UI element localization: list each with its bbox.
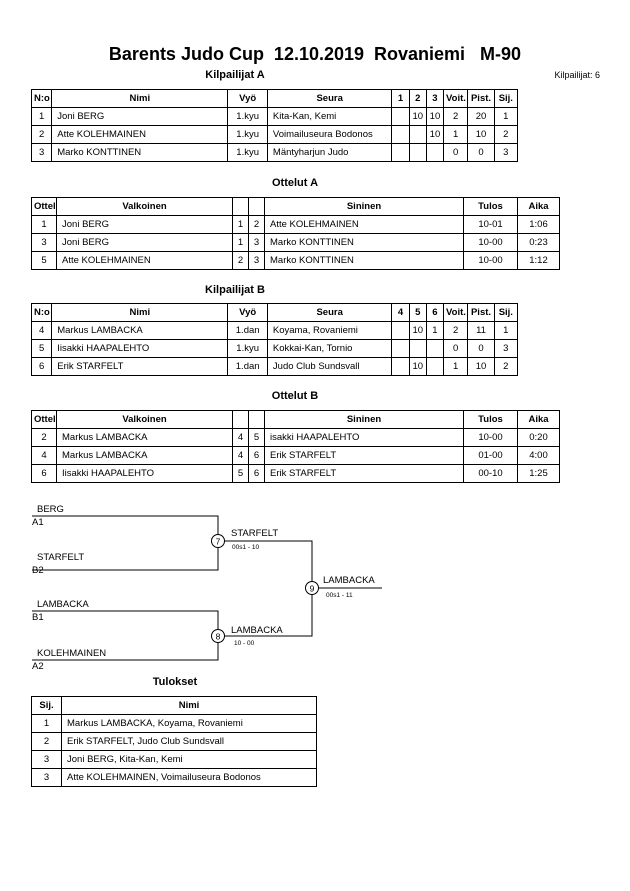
page-title: Barents Judo Cup 12.10.2019 Rovaniemi M-… — [108, 44, 522, 64]
matches-b-heading: Ottelut B — [271, 390, 319, 402]
match7-score: 00s1 - 10 — [232, 544, 259, 551]
matches-a-heading: Ottelut A — [271, 177, 319, 189]
results-cell: 3 — [31, 750, 62, 769]
results-col-header: Sij. — [31, 696, 62, 715]
pool-a-cell: 1.kyu — [227, 125, 268, 144]
matches-a-cell: 5 — [31, 251, 57, 270]
pool-b-cell: 6 — [30, 357, 53, 376]
pool-a-cell: Mäntyharjun Judo — [266, 143, 393, 162]
pool-a-col-header: Sij. — [493, 89, 519, 108]
match8-number: 8 — [216, 632, 221, 642]
bracket-sf2-out — [218, 590, 313, 637]
pool-a-col-header: N:o — [30, 89, 53, 108]
final-number: 9 — [310, 584, 315, 594]
results-cell: 2 — [31, 732, 62, 751]
pool-a-cell: 0 — [443, 143, 469, 162]
matches-a-cell: 3 — [248, 251, 265, 270]
sf1-top-seed: A1 — [32, 517, 44, 528]
results-cell: Erik STARFELT, Judo Club Sundsvall — [61, 732, 317, 751]
matches-a-cell: Marko KONTTINEN — [264, 251, 464, 270]
results-header-row: Sij.Nimi — [31, 696, 317, 715]
sf1-top-name: BERG — [37, 504, 64, 515]
results-cell: Markus LAMBACKA, Koyama, Rovaniemi — [61, 714, 317, 733]
pool-a-cell: 2 — [443, 107, 469, 126]
bracket-sf1-out — [218, 540, 313, 590]
results-heading: Tulokset — [152, 676, 198, 688]
competitors-count: Kilpailijat: 6 — [554, 70, 600, 80]
results-cell: 1 — [31, 714, 62, 733]
results-col-header: Nimi — [61, 696, 317, 715]
matches-b-cell: 6 — [31, 464, 57, 483]
pool-b-cell: 2 — [493, 357, 519, 376]
pool-a-cell: 3 — [493, 143, 519, 162]
match7-number: 7 — [216, 537, 221, 547]
match8-score: 10 - 00 — [234, 640, 255, 647]
sf2-top-seed: B1 — [32, 612, 44, 623]
pool-b-heading: Kilpailijat B — [205, 284, 265, 296]
pool-a-cell: 3 — [30, 143, 53, 162]
pool-b-cell: 2 — [443, 321, 469, 340]
match8-marker — [211, 629, 225, 643]
results-cell: Joni BERG, Kita-Kan, Kemi — [61, 750, 317, 769]
matches-b-cell: 5 — [232, 464, 249, 483]
matches-a-cell: 1:12 — [517, 251, 560, 270]
matches-b-cell: 1:25 — [517, 464, 560, 483]
match8-winner: LAMBACKA — [231, 625, 283, 636]
matches-b-table: OtteluValkoinenSininenTulosAika 2Markus … — [31, 410, 560, 483]
pool-b-cell: 1.dan — [227, 357, 268, 376]
final-marker — [305, 581, 319, 595]
sf2-bottom-seed: A2 — [32, 661, 44, 672]
pool-a-cell: 1.kyu — [227, 143, 268, 162]
final-winner: LAMBACKA — [323, 575, 375, 586]
sf2-top-name: LAMBACKA — [37, 599, 89, 610]
matches-a-cell: 2 — [232, 251, 249, 270]
results-cell: Atte KOLEHMAINEN, Voimailuseura Bodonos — [61, 768, 317, 787]
pool-a-heading: Kilpailijat A — [205, 69, 265, 81]
pool-b-cell: 1 — [443, 357, 469, 376]
sf1-bottom-seed: B2 — [32, 565, 44, 576]
results-cell: 3 — [31, 768, 62, 787]
sf1-bottom-name: STARFELT — [37, 552, 84, 563]
final-score: 00s1 - 11 — [326, 592, 353, 599]
match7-marker — [211, 534, 225, 548]
sf2-bottom-name: KOLEHMAINEN — [37, 648, 106, 659]
match7-winner: STARFELT — [231, 528, 278, 539]
